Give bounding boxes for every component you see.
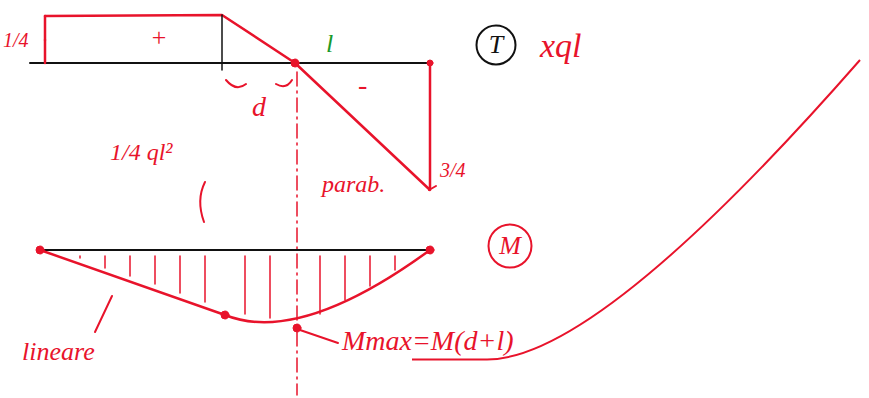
shear-value: 3/4 (440, 160, 466, 181)
d-bracket (226, 80, 292, 87)
value-bracket (200, 182, 205, 222)
end-point (427, 60, 433, 66)
moment-diagram (40, 250, 430, 322)
moment-point (36, 246, 44, 254)
d-tick (221, 15, 223, 70)
distance-label: d (252, 92, 266, 121)
circle-outline (477, 26, 516, 65)
moment-point (426, 246, 434, 254)
zero-point (291, 59, 299, 67)
symbol-letter: T (489, 32, 503, 58)
moment-baseline (40, 249, 430, 251)
underline-stroke (412, 60, 860, 359)
sign-label: - (358, 70, 367, 99)
unit-label: xql (540, 28, 582, 64)
shear-value: 1/4 (3, 30, 29, 51)
curve-type: lineare (22, 338, 95, 365)
curve-type: parab. (322, 172, 385, 197)
leader-line (95, 296, 112, 332)
moment-point (221, 311, 229, 319)
shear-diagram (45, 15, 430, 190)
circle-outline (489, 225, 532, 268)
moment-value: 1/4 ql² (110, 140, 173, 165)
max-moment: Mmax=M(d+l) (342, 326, 514, 355)
section-line (296, 72, 298, 395)
hatching (80, 256, 395, 318)
diagram-symbol: T (475, 24, 517, 66)
arrow-tip (429, 186, 436, 190)
shear-left-edge (44, 16, 47, 40)
sign-label: + (150, 24, 168, 51)
diagram-symbol: M (487, 223, 533, 269)
symbol-letter: M (499, 233, 521, 259)
max-leader (300, 330, 338, 343)
shear-baseline (30, 62, 430, 64)
length-label: l (326, 30, 333, 57)
